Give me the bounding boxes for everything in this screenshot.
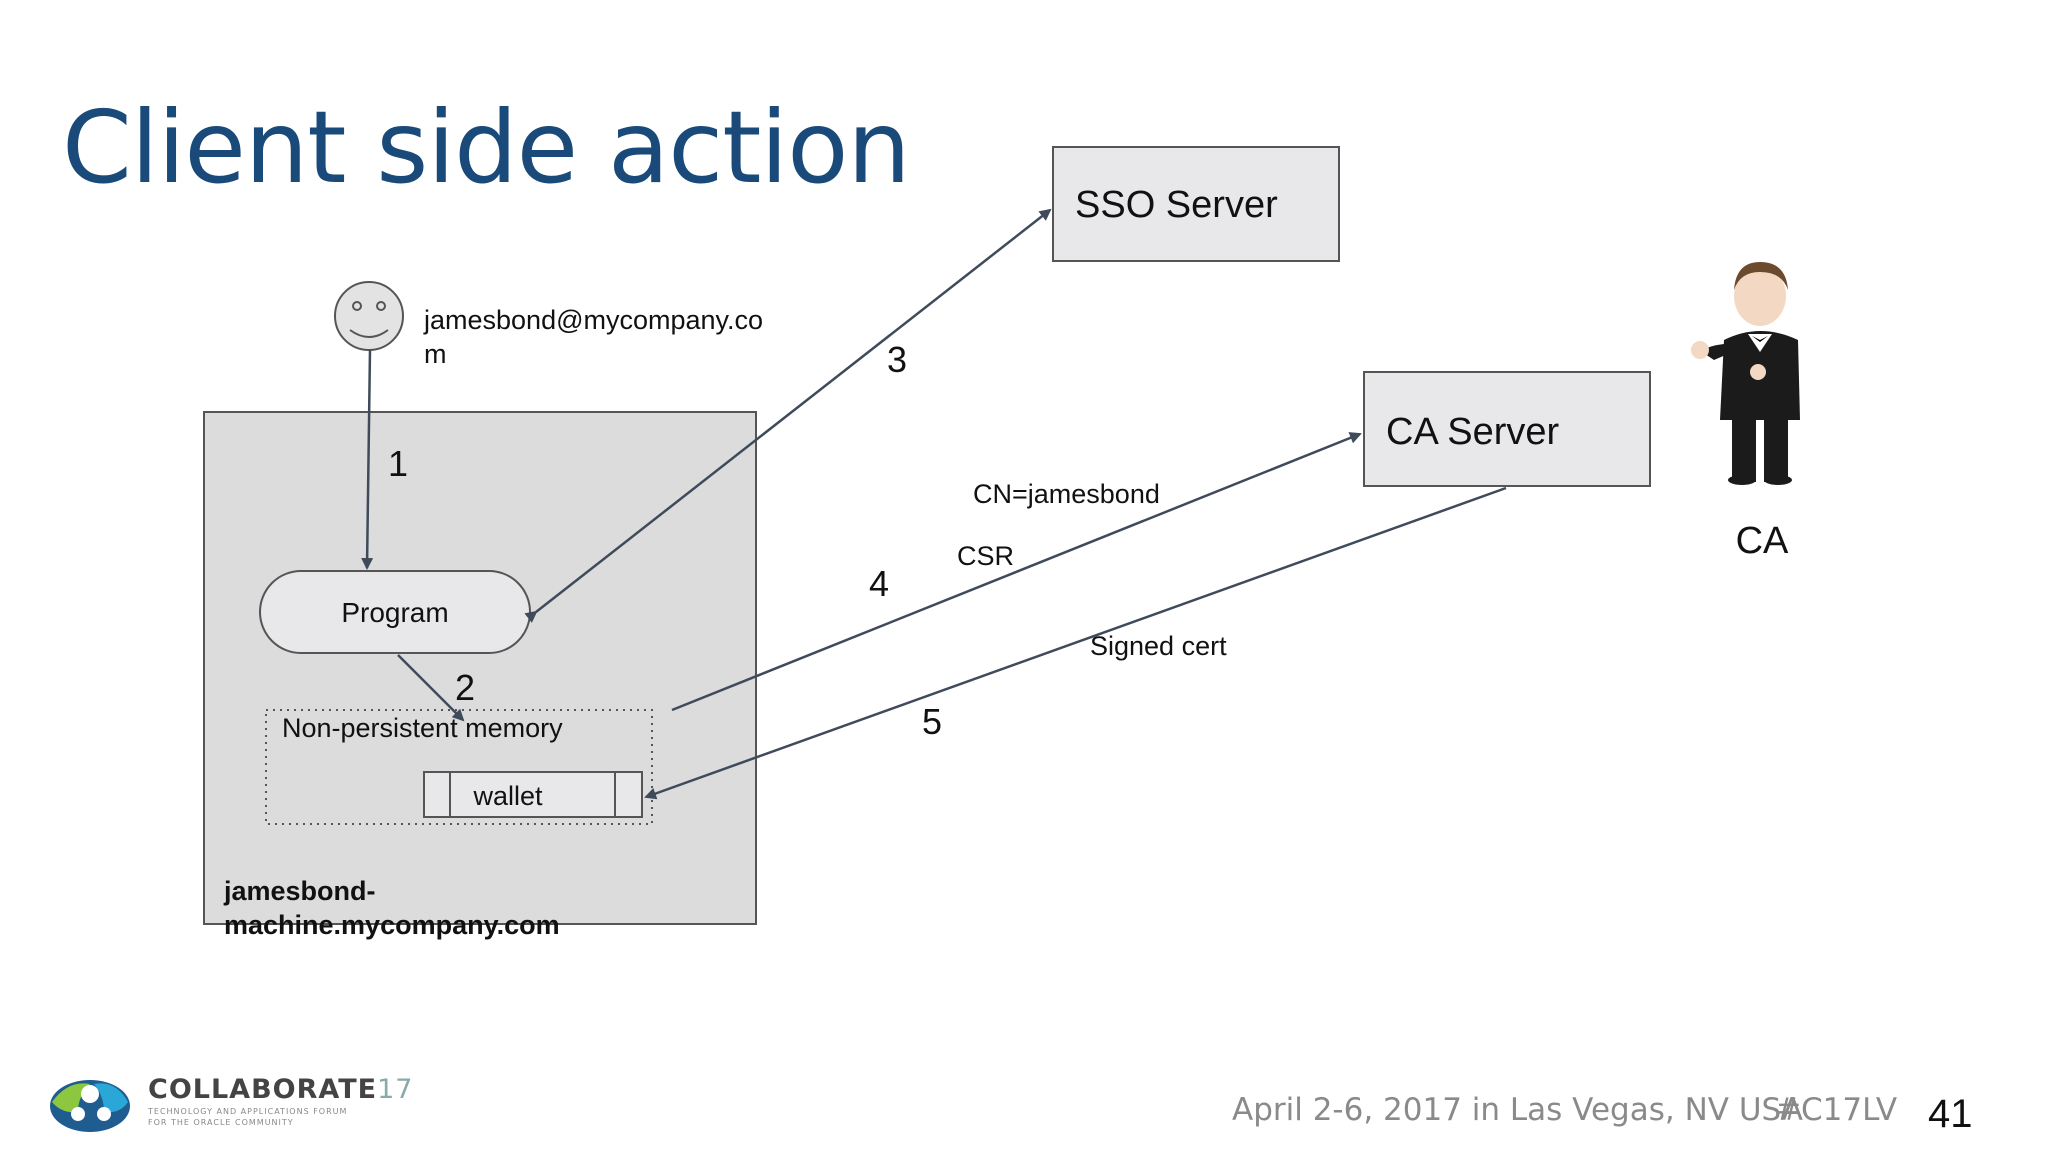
arrow-5: [644, 486, 1507, 800]
cn-label: CN=jamesbond: [973, 479, 1160, 509]
footer-hashtag: #C17LV: [1775, 1092, 1898, 1128]
footer-date: April 2-6, 2017 in Las Vegas, NV USA: [1232, 1092, 1803, 1128]
page-number: 41: [1928, 1092, 1973, 1136]
ca-person-icon: [1691, 262, 1800, 485]
machine-box: [203, 411, 757, 925]
signed-cert-label: Signed cert: [1090, 631, 1227, 661]
step-5-label: 5: [922, 701, 942, 742]
ca-server-node: [1363, 371, 1651, 487]
step-3-label: 3: [887, 339, 907, 380]
wallet-node: [423, 771, 643, 818]
ca-label: CA: [1736, 520, 1789, 562]
logo-name: COLLABORATE17: [148, 1074, 414, 1105]
arrow-2: [397, 654, 465, 722]
csr-label: CSR: [957, 541, 1014, 571]
machine-label-line1: jamesbond-: [223, 876, 376, 906]
step-1-label: 1: [388, 443, 408, 484]
logo-subtitle: TECHNOLOGY AND APPLICATIONS FORUM FOR TH…: [148, 1107, 348, 1127]
program-label: Program: [341, 597, 448, 628]
user-email-line2: m: [424, 339, 447, 369]
step-4-label: 4: [869, 563, 889, 604]
slide-title: Client side action: [62, 89, 911, 206]
machine-label-line2: machine.mycompany.com: [224, 910, 560, 940]
arrow-3: [524, 208, 1052, 623]
ca-server-label: CA Server: [1386, 411, 1560, 453]
sso-server-label: SSO Server: [1075, 184, 1278, 226]
user-email-line1: jamesbond@mycompany.co: [423, 305, 763, 335]
memory-label: Non-persistent memory: [282, 713, 563, 743]
collaborate-logo-icon: [50, 1080, 130, 1132]
step-2-label: 2: [455, 667, 475, 708]
arrow-1: [361, 349, 374, 570]
user-face-icon: [334, 281, 404, 351]
sso-server-node: [1052, 146, 1340, 262]
memory-box: [265, 709, 653, 825]
arrow-4: [671, 432, 1362, 712]
collaborate-logo: COLLABORATE17 TECHNOLOGY AND APPLICATION…: [48, 1066, 438, 1136]
wallet-label: wallet: [472, 781, 543, 811]
